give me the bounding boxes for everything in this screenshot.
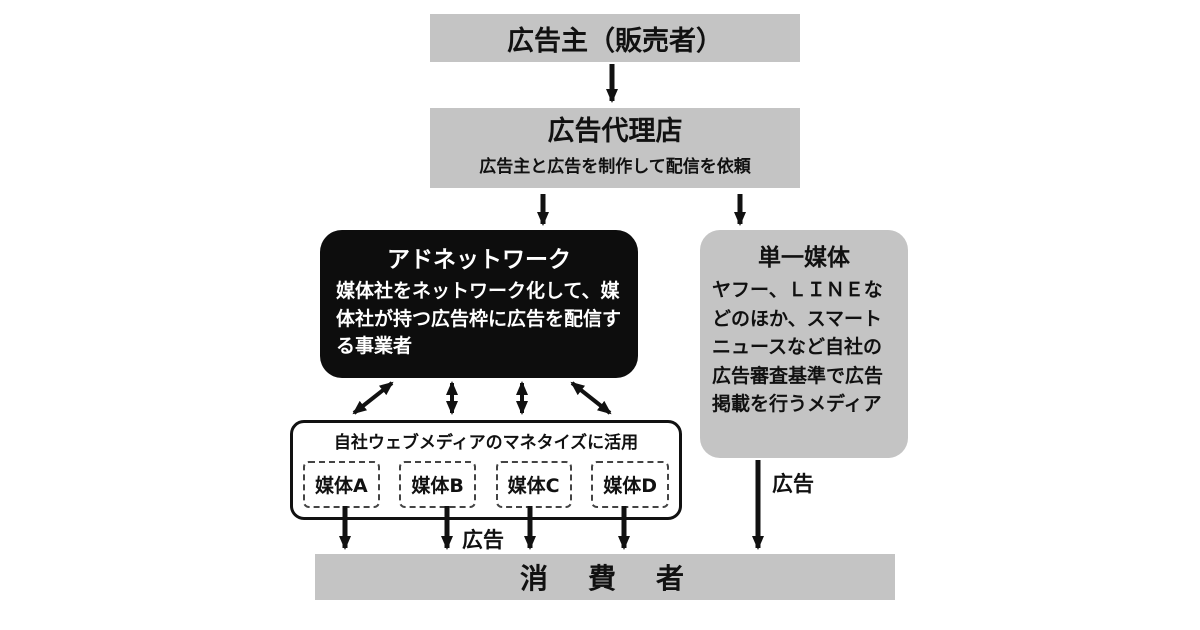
advertiser-label: 広告主（販売者） <box>507 25 723 57</box>
media-item-a: 媒体A <box>303 461 380 508</box>
single-media-box: 単一媒体 ヤフー、ＬＩＮＥなどのほか、スマートニュースなど自社の広告審査基準で広… <box>700 230 908 458</box>
ad-network-box: アドネットワーク 媒体社をネットワーク化して、媒体社が持つ広告枠に広告を配信する… <box>320 230 638 378</box>
ad-label-left: 広告 <box>462 528 504 552</box>
media-item-c: 媒体C <box>495 461 572 508</box>
ad-label-right: 広告 <box>772 472 814 496</box>
ad-network-description: 媒体社をネットワーク化して、媒体社が持つ広告枠に広告を配信する事業者 <box>336 280 622 358</box>
media-group-title: 自社ウェブメディアのマネタイズに活用 <box>333 433 639 453</box>
adnetwork-media-double-arrow-1 <box>352 381 394 415</box>
ad-network-title: アドネットワーク <box>387 247 571 273</box>
single-media-description: ヤフー、ＬＩＮＥなどのほか、スマートニュースなど自社の広告審査基準で広告掲載を行… <box>712 279 884 415</box>
consumer-label: 消 費 者 <box>519 562 690 595</box>
media-row: 媒体A 媒体B 媒体C 媒体D <box>301 461 671 508</box>
media-item-d: 媒体D <box>591 461 669 508</box>
single-media-title: 単一媒体 <box>758 245 850 271</box>
ad-agency-subtitle: 広告主と広告を制作して配信を依頼 <box>479 157 751 178</box>
ad-agency-box: 広告代理店 広告主と広告を制作して配信を依頼 <box>430 108 800 188</box>
ad-agency-title: 広告代理店 <box>547 116 683 147</box>
adnetwork-media-double-arrow-4 <box>570 381 612 415</box>
consumer-box: 消 費 者 <box>315 554 895 600</box>
media-group-box: 自社ウェブメディアのマネタイズに活用 媒体A 媒体B 媒体C 媒体D <box>290 420 682 520</box>
advertiser-box: 広告主（販売者） <box>430 14 800 62</box>
media-item-b: 媒体B <box>399 461 476 508</box>
